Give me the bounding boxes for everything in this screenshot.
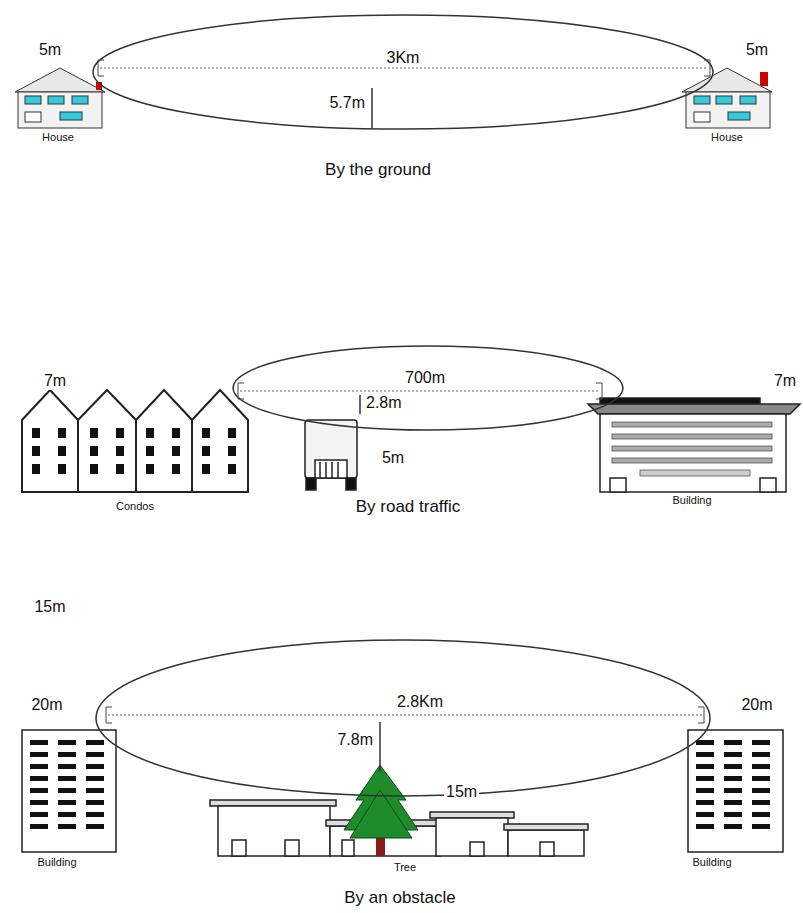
condos — [22, 390, 248, 492]
right-house — [682, 68, 772, 128]
caption-label: By an obstacle — [342, 888, 458, 908]
caption-label: By the ground — [323, 160, 433, 180]
dimension-label: 5m — [37, 41, 63, 59]
dimension-label: 20m — [739, 696, 774, 714]
fresnel-zone — [233, 346, 623, 430]
fresnel-zone — [93, 15, 713, 129]
tall-building-left — [22, 730, 116, 852]
building-label: Building — [35, 856, 78, 869]
tall-building-right — [688, 730, 783, 852]
dimension-label: 15m — [32, 598, 67, 616]
dimension-label: 7m — [42, 372, 68, 390]
left-house — [15, 68, 105, 128]
dimension-label: 7.8m — [335, 731, 375, 749]
condo-windows — [32, 428, 236, 474]
caption-label: By road traffic — [354, 497, 463, 517]
dimension-label: 3Km — [385, 49, 422, 67]
office-building — [588, 398, 800, 492]
dimension-label: 7m — [772, 372, 798, 390]
dimension-label: 15m — [444, 783, 479, 801]
building-label: House — [40, 131, 76, 144]
tree-label: Tree — [392, 861, 418, 874]
dimension-label: 20m — [29, 696, 64, 714]
tree — [344, 765, 418, 856]
building-label: Building — [690, 856, 733, 869]
fresnel-zone — [96, 640, 710, 796]
dimension-label: 2.8m — [364, 394, 404, 412]
building-label: House — [709, 131, 745, 144]
dimension-label: 5.7m — [327, 94, 367, 112]
building-label: Condos — [114, 500, 156, 513]
dimension-label: 5m — [744, 41, 770, 59]
dimension-label: 2.8Km — [395, 693, 445, 711]
dimension-label: 700m — [403, 369, 447, 387]
dimension-label: 5m — [380, 449, 406, 467]
truck — [305, 420, 357, 490]
building-label: Building — [670, 494, 713, 507]
